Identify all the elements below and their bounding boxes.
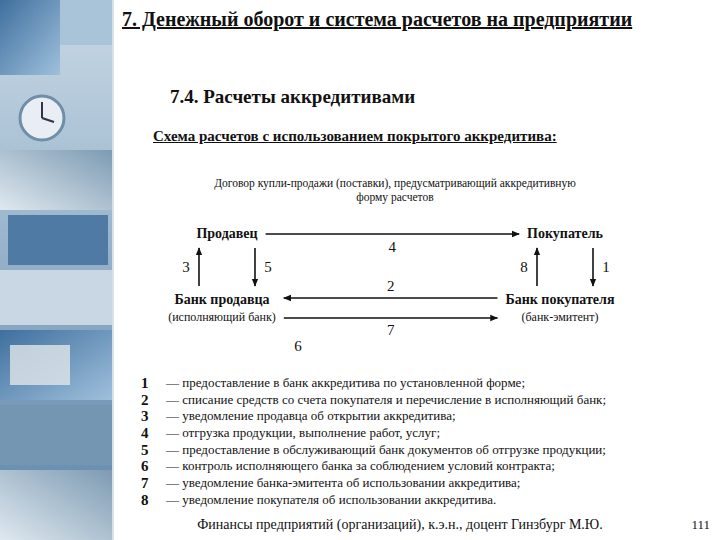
- edge-number: 7: [385, 322, 397, 338]
- node-title: Банк покупателя: [505, 291, 614, 309]
- edge-number: 4: [387, 239, 399, 255]
- flow-arrow: [592, 248, 594, 286]
- bank-box: Банк покупателя(банк-эмитент): [499, 288, 620, 328]
- step-description: — предоставление в обслуживающий банк до…: [166, 442, 606, 458]
- callout-number: 6: [294, 337, 302, 356]
- step-number: 2: [141, 391, 149, 410]
- flow-arrow: [284, 297, 498, 299]
- step-description: — списание средств со счета покупателя и…: [166, 392, 606, 408]
- step-number: 8: [141, 491, 149, 510]
- party-box: Покупатель: [521, 222, 609, 246]
- step-number: 6: [141, 457, 149, 476]
- step-description: — уведомление продавца об открытии аккре…: [166, 408, 456, 424]
- edge-number: 8: [518, 259, 530, 275]
- step-number: 3: [141, 407, 149, 426]
- flow-arrow: [266, 233, 520, 235]
- step-description: — предоставление в банк аккредитива по у…: [166, 375, 525, 391]
- step-number: 4: [141, 424, 149, 443]
- page-number: 111: [691, 517, 710, 533]
- edge-number: 1: [600, 259, 612, 275]
- slide-title: 7. Денежный оборот и система расчетов на…: [122, 8, 632, 31]
- flow-arrow: [284, 317, 498, 319]
- node-subtitle: (исполняющий банк): [168, 309, 276, 325]
- step-description: — отгрузка продукции, выполнение работ, …: [166, 425, 440, 441]
- flow-arrow: [536, 248, 538, 286]
- footer-credit: Финансы предприятий (организаций), к.э.н…: [197, 516, 603, 534]
- bank-box: Банк продавца(исполняющий банк): [162, 288, 282, 328]
- contract-note: Договор купли-продажи (поставки), предус…: [205, 176, 585, 205]
- step-description: — контроль исполняющего банка за соблюде…: [166, 458, 555, 474]
- node-title: Покупатель: [527, 225, 603, 243]
- flow-arrow: [254, 248, 256, 286]
- scheme-heading: Схема расчетов с использованием покрытог…: [153, 127, 557, 146]
- edge-number: 5: [262, 259, 274, 275]
- node-subtitle: (банк-эмитент): [505, 309, 614, 325]
- edge-number: 3: [180, 259, 192, 275]
- step-number: 5: [141, 441, 149, 460]
- edge-number: 2: [385, 278, 397, 294]
- step-description: — уведомление банка-эмитента об использо…: [166, 475, 520, 491]
- section-heading: 7.4. Расчеты аккредитивами: [170, 85, 415, 109]
- step-description: — уведомление покупателя об использовани…: [166, 492, 496, 508]
- node-title: Продавец: [196, 225, 257, 243]
- node-title: Банк продавца: [168, 291, 276, 309]
- step-number: 1: [141, 374, 149, 393]
- flow-arrow: [198, 248, 200, 286]
- step-number: 7: [141, 474, 149, 493]
- party-box: Продавец: [190, 222, 263, 246]
